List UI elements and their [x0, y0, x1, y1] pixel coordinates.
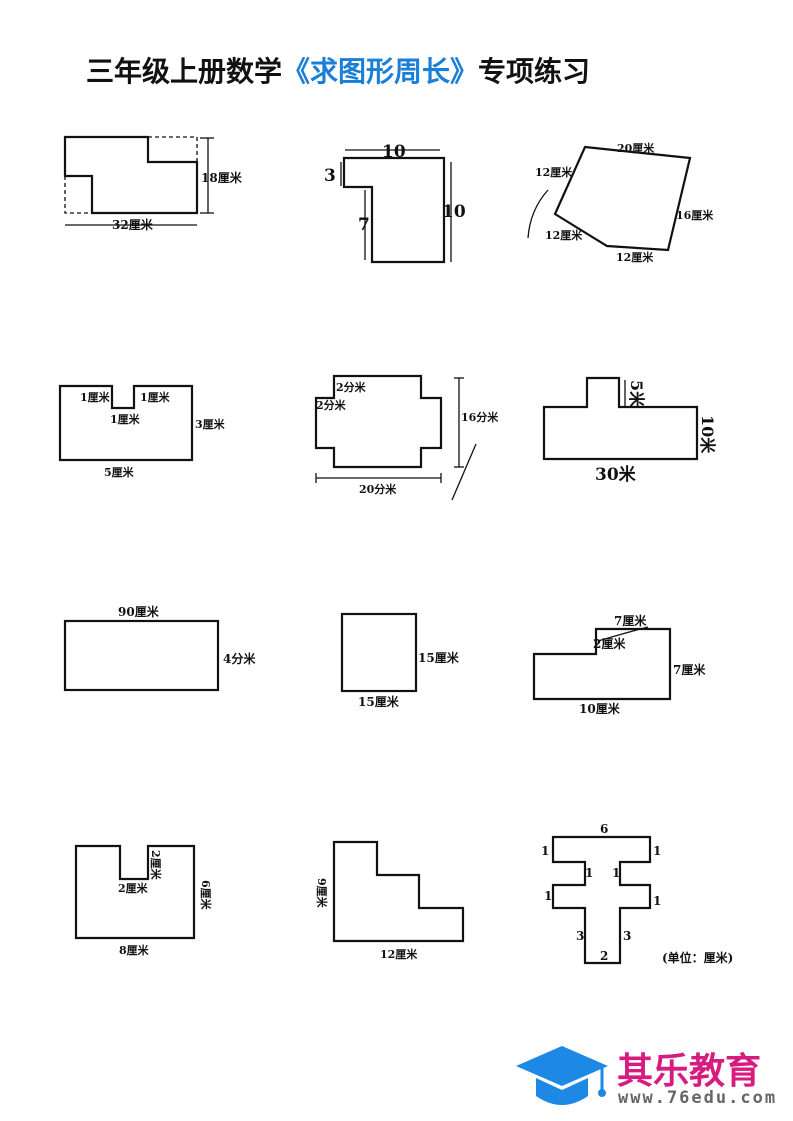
figure-3: 20厘米 12厘米 16厘米 12厘米 12厘米	[527, 141, 714, 264]
figure-7: 90厘米 4分米	[63, 604, 256, 692]
figure-7-label: 4分米	[223, 651, 256, 666]
figure-4-label: 3厘米	[195, 417, 226, 431]
figure-12-label: 1	[585, 866, 593, 880]
figure-10-label: 2厘米	[149, 850, 163, 881]
title-highlight: 《求图形周长》	[282, 55, 479, 88]
figure-1: 18厘米 32厘米	[63, 135, 243, 232]
figure-12-label: 6	[600, 822, 608, 836]
figure-6-label: 10米	[698, 415, 717, 454]
figure-3-label: 12厘米	[535, 165, 573, 179]
figure-9-label: 2厘米	[593, 636, 626, 651]
figure-4-label: 1厘米	[140, 390, 171, 404]
figure-12: 6 1 1 1 1 1 1 3 3 2 (单位：厘米)	[541, 822, 733, 965]
figure-12-label: 2	[600, 949, 608, 963]
figure-3-label: 16厘米	[676, 208, 714, 222]
figure-10-label: 8厘米	[119, 943, 150, 957]
figure-3-label: 12厘米	[545, 228, 583, 242]
figure-6-label: 5米	[627, 380, 646, 408]
figure-2-label: 3	[324, 166, 336, 186]
figure-2-label: 7	[358, 215, 370, 235]
title-suffix: 专项练习	[478, 55, 591, 88]
figure-9-label: 7厘米	[673, 662, 706, 677]
figure-1-label: 18厘米	[201, 170, 243, 185]
figure-10: 2厘米 2厘米 6厘米 8厘米	[74, 844, 213, 957]
brand-name: 其乐教育	[617, 1051, 762, 1092]
brand-watermark: 其乐教育 www.76edu.com	[512, 1040, 782, 1115]
brand-url[interactable]: www.76edu.com	[618, 1088, 778, 1108]
figure-1-label: 32厘米	[112, 217, 154, 232]
figure-5-label: 20分米	[359, 482, 397, 496]
figure-11-label: 12厘米	[380, 947, 418, 961]
figure-6-label: 30米	[595, 464, 637, 485]
figure-6: 5米 10米 30米	[542, 376, 717, 485]
graduation-cap-icon	[516, 1046, 608, 1105]
figure-5-label: 2分米	[316, 398, 347, 412]
figure-10-label: 2厘米	[118, 881, 149, 895]
figure-8-label: 15厘米	[418, 650, 460, 665]
figure-12-label: 3	[576, 929, 584, 943]
figure-4-label: 1厘米	[110, 412, 141, 426]
figure-8-label: 15厘米	[358, 694, 400, 709]
figure-3-label: 12厘米	[616, 250, 654, 264]
figure-8: 15厘米 15厘米	[340, 612, 460, 709]
figure-3-label: 20厘米	[617, 141, 655, 155]
figure-12-label: 1	[541, 844, 549, 858]
figure-12-unit-note: (单位：厘米)	[662, 950, 733, 965]
figure-9-label: 10厘米	[579, 701, 621, 716]
figure-5-label: 2分米	[336, 380, 367, 394]
figure-2: 10 3 7 10	[324, 142, 466, 264]
figure-4-label: 5厘米	[104, 465, 135, 479]
page-title: 三年级上册数学《求图形周长》专项练习	[86, 50, 590, 90]
figure-4: 1厘米 1厘米 1厘米 3厘米 5厘米	[58, 384, 226, 479]
title-prefix: 三年级上册数学	[86, 55, 283, 88]
figure-11: 9厘米 12厘米	[315, 840, 465, 961]
figure-11-label: 9厘米	[315, 878, 329, 909]
figure-12-label: 1	[653, 894, 661, 908]
figure-12-label: 1	[653, 844, 661, 858]
figure-12-label: 1	[612, 866, 620, 880]
figure-12-label: 1	[544, 889, 552, 903]
figure-5: 2分米 2分米 16分米 20分米	[314, 374, 499, 501]
figure-5-label: 16分米	[461, 410, 499, 424]
figure-2-label: 10	[382, 142, 406, 162]
figure-4-label: 1厘米	[80, 390, 111, 404]
figure-7-label: 90厘米	[118, 604, 160, 619]
figure-9-label: 7厘米	[614, 613, 647, 628]
figure-2-label: 10	[442, 202, 466, 222]
figure-9: 7厘米 2厘米 7厘米 10厘米	[532, 613, 706, 716]
figure-10-label: 6厘米	[199, 880, 213, 911]
figure-12-label: 3	[623, 929, 631, 943]
